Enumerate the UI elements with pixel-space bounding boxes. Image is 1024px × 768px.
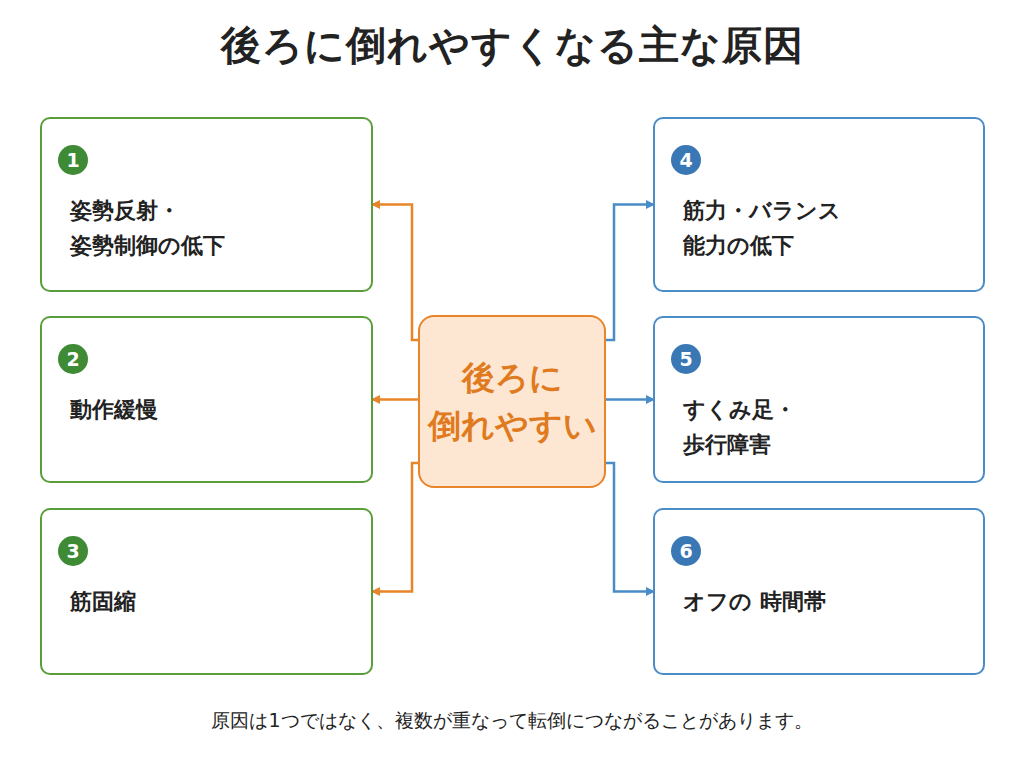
callout-number: 6 [671, 536, 701, 566]
diagram-title: 後ろに倒れやすくなる主な原因 [0, 18, 1024, 73]
connector-arrow [606, 205, 653, 341]
connector-arrow [606, 463, 653, 592]
cause-text: オフの 時間帯 [683, 584, 853, 619]
connector-arrow [373, 463, 418, 592]
cause-text: 動作緩慢 [70, 392, 240, 427]
callout-number: 3 [58, 536, 88, 566]
connector-arrow [373, 205, 418, 341]
hub-text: 後ろに 倒れやすい [427, 354, 597, 450]
cause-text: すくみ足・ 歩行障害 [683, 392, 853, 462]
cause-text: 筋力・バランス 能力の低下 [683, 193, 853, 263]
cause-text: 姿勢反射・ 姿勢制御の低下 [70, 193, 240, 263]
callout-number: 4 [671, 145, 701, 175]
hub-box: 後ろに 倒れやすい [418, 315, 606, 488]
cause-box: 4 筋力・バランス 能力の低下 [653, 117, 985, 292]
callout-number: 1 [58, 145, 88, 175]
cause-text: 筋固縮 [70, 584, 240, 619]
callout-number: 5 [671, 344, 701, 374]
diagram-caption: 原因は1つではなく、複数が重なって転倒につながることがあります。 [0, 708, 1024, 734]
connector-arrow [606, 398, 653, 401]
cause-box: 1 姿勢反射・ 姿勢制御の低下 [40, 117, 373, 292]
callout-number: 2 [58, 344, 88, 374]
cause-box: 3 筋固縮 [40, 508, 373, 675]
connector-arrow [373, 398, 418, 401]
cause-box: 6 オフの 時間帯 [653, 508, 985, 675]
cause-box: 2 動作緩慢 [40, 316, 373, 483]
cause-box: 5 すくみ足・ 歩行障害 [653, 316, 985, 483]
